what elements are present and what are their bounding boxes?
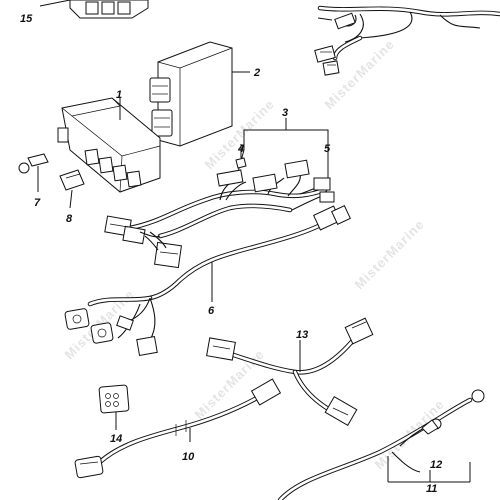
part-6-harness bbox=[64, 205, 351, 357]
part-7-terminal bbox=[18, 153, 49, 192]
part-3-harness bbox=[104, 118, 335, 269]
terminal bbox=[421, 389, 485, 435]
callout-5: 5 bbox=[324, 143, 331, 155]
callout-10: 10 bbox=[182, 451, 195, 463]
callout-12: 12 bbox=[430, 459, 442, 471]
connector bbox=[314, 12, 356, 76]
callout-4: 4 bbox=[237, 143, 244, 155]
callout-6: 6 bbox=[208, 305, 215, 317]
callout-2: 2 bbox=[253, 67, 260, 79]
callout-8: 8 bbox=[66, 213, 73, 225]
connector bbox=[74, 378, 282, 479]
part-14-connector bbox=[98, 384, 130, 430]
connector bbox=[104, 159, 335, 269]
callout-13: 13 bbox=[296, 329, 308, 341]
callout-11: 11 bbox=[426, 483, 437, 495]
callout-labels: 15 2 1 3 4 5 7 8 6 13 14 10 12 11 bbox=[20, 13, 442, 495]
part-11-12-cable bbox=[277, 389, 485, 500]
callout-3: 3 bbox=[282, 107, 288, 119]
part-2-ecu bbox=[149, 41, 250, 147]
connector bbox=[64, 205, 351, 357]
part-13-harness bbox=[206, 317, 374, 426]
callout-15: 15 bbox=[20, 13, 33, 25]
callout-14: 14 bbox=[110, 433, 122, 445]
callout-7: 7 bbox=[34, 197, 41, 209]
callout-1: 1 bbox=[116, 89, 122, 101]
part-8-connector bbox=[59, 169, 85, 209]
part-1-fuse-box bbox=[57, 97, 161, 193]
top-right-harness bbox=[314, 5, 500, 76]
watermark: MisterMarine bbox=[352, 216, 428, 292]
connector bbox=[206, 317, 374, 426]
part-15-module bbox=[39, 0, 149, 19]
part-10-harness bbox=[74, 378, 282, 479]
part-4-clip bbox=[235, 144, 247, 169]
